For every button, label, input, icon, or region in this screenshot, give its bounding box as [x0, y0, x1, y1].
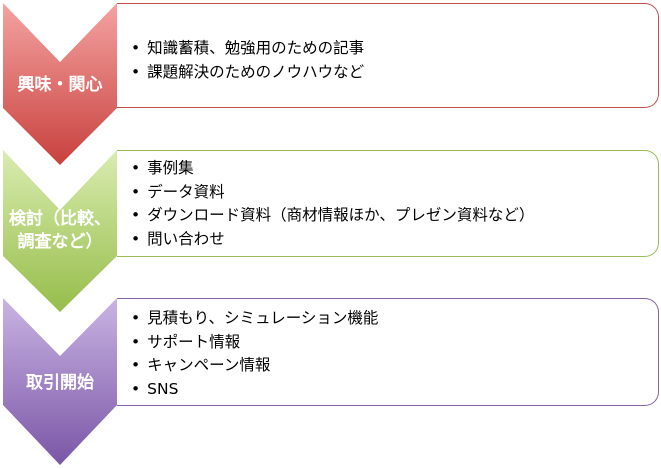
list-item: キャンペーン情報: [131, 354, 658, 378]
list-item: データ資料: [131, 181, 658, 205]
list-item: 事例集: [131, 157, 658, 181]
chevron-interest: [3, 3, 117, 165]
list-item: 知識蓄積、勉強用のための記事: [131, 37, 658, 61]
chevron-deal: [3, 298, 117, 465]
list-item: 問い合わせ: [131, 228, 658, 252]
chevron-consider: [3, 150, 117, 312]
stage-label-deal: 取引開始: [26, 373, 94, 393]
list-item: 課題解決のためのノウハウなど: [131, 61, 658, 85]
list-item: SNS: [131, 378, 658, 402]
stage-box-deal: 見積もり、シミュレーション機能 サポート情報 キャンペーン情報 SNS: [117, 298, 659, 406]
list-item: 見積もり、シミュレーション機能: [131, 307, 658, 331]
stage-box-consider: 事例集 データ資料 ダウンロード資料（商材情報ほか、プレゼン資料など） 問い合わ…: [117, 150, 659, 257]
stage-label-line: 調査など）: [17, 232, 103, 252]
stage-box-interest: 知識蓄積、勉強用のための記事 課題解決のためのノウハウなど: [117, 3, 659, 108]
list-item: サポート情報: [131, 331, 658, 355]
stage-label-consider: 検討（比較、 調査など）: [3, 208, 117, 254]
stage-label-line: 検討（比較、: [9, 209, 111, 229]
stage-label-interest: 興味・関心: [17, 75, 103, 95]
list-item: ダウンロード資料（商材情報ほか、プレゼン資料など）: [131, 204, 658, 228]
